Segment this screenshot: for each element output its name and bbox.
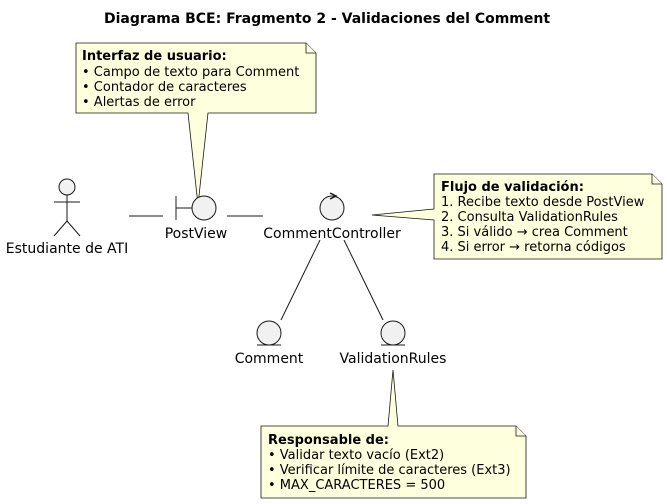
actor-figure-icon (53, 178, 81, 237)
control-comment-controller-label: CommentController (263, 226, 401, 242)
entity-icon (256, 320, 282, 346)
control-comment-controller: CommentController (263, 192, 401, 242)
diagram-title: Diagrama BCE: Fragmento 2 - Validaciones… (104, 11, 550, 27)
note-ui-title: Interfaz de usuario: (82, 49, 227, 64)
note-flow-line-2: 2. Consulta ValidationRules (441, 210, 618, 225)
connectors (129, 215, 384, 321)
note-ui-line-3: • Alertas de error (82, 95, 196, 110)
note-rules-line-1: • Validar texto vacío (Ext2) (268, 448, 444, 463)
note-flow-line-1: 1. Recibe texto desde PostView (441, 195, 645, 210)
boundary-postview: PostView (165, 195, 228, 242)
note-flow-title: Flujo de validación: (441, 180, 584, 195)
note-rules-fold (515, 426, 526, 437)
link-controller-validationrules (343, 239, 384, 321)
note-rules-line-3: • MAX_CARACTERES = 500 (268, 478, 445, 493)
note-flow-line-3: 3. Si válido → crea Comment (441, 225, 628, 240)
control-icon (319, 192, 345, 221)
link-controller-comment (280, 239, 321, 321)
note-ui-line-1: • Campo de texto para Comment (82, 65, 299, 80)
actor-student-label: Estudiante de ATI (6, 241, 128, 257)
note-ui-line-2: • Contador de caracteres (82, 80, 247, 95)
boundary-icon (175, 195, 217, 221)
note-flow: Flujo de validación: 1. Recibe texto des… (371, 173, 663, 260)
note-ui: Interfaz de usuario: • Campo de texto pa… (75, 42, 317, 206)
note-rules-title: Responsable de: (268, 433, 389, 448)
note-flow-line-4: 4. Si error → retorna códigos (441, 240, 626, 255)
note-rules: Responsable de: • Validar texto vacío (E… (260, 369, 527, 499)
entity-validation-rules: ValidationRules (340, 320, 447, 367)
entity-validation-rules-label: ValidationRules (340, 351, 447, 367)
note-ui-shape (75, 42, 317, 206)
entity-comment-label: Comment (235, 351, 304, 367)
entity-comment: Comment (235, 320, 304, 367)
note-rules-line-2: • Verificar límite de caracteres (Ext3) (268, 463, 511, 478)
entity-icon (380, 320, 406, 346)
note-flow-fold (651, 174, 662, 185)
actor-student: Estudiante de ATI (6, 178, 128, 257)
note-ui-fold (305, 43, 316, 54)
boundary-postview-label: PostView (165, 226, 228, 242)
